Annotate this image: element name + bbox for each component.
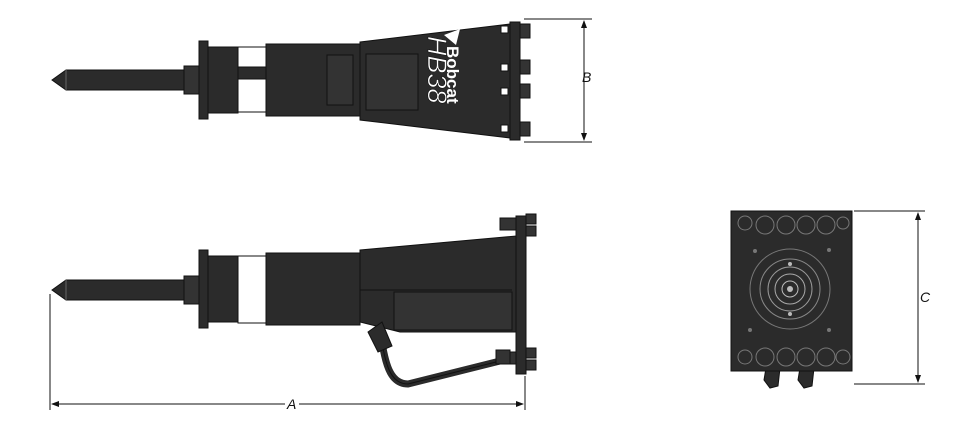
side-view-mount-plate: [515, 215, 527, 375]
top-view-front-head: [207, 46, 239, 114]
brand-text: Bobcat: [443, 46, 462, 104]
dimension-c: C: [854, 210, 931, 385]
side-view-hydraulic-hose: [378, 338, 508, 388]
side-view-cylinder: [265, 252, 361, 326]
top-view-mount-plate: [509, 21, 521, 141]
top-view-cylinder-panel: [326, 54, 354, 106]
top-view-housing-panel: [365, 53, 419, 111]
end-view-bolts-bottom: [737, 347, 851, 367]
end-view-small-holes: [748, 248, 831, 332]
model-text: HB38: [422, 36, 452, 104]
top-view-chisel: [51, 65, 200, 95]
top-view: Bobcat HB38 B: [51, 18, 592, 143]
dimension-b: B: [524, 18, 592, 143]
top-view-decal-bands: [237, 46, 267, 113]
dimension-c-label: C: [920, 289, 931, 305]
end-view-central-boss: [749, 248, 831, 330]
dimension-b-label: B: [582, 69, 591, 85]
top-view-bolts: [500, 23, 531, 137]
end-view-bolts-top: [737, 215, 850, 235]
dimension-a-label: A: [286, 396, 296, 412]
side-view-front-head: [207, 255, 239, 323]
dimension-a: A: [49, 294, 526, 412]
top-view-logo: [444, 29, 460, 45]
side-view: A: [49, 213, 537, 412]
end-view: C: [730, 210, 931, 389]
side-view-chisel: [51, 275, 200, 305]
side-view-hose-fitting: [367, 321, 393, 353]
side-view-decal-band: [237, 255, 267, 324]
side-view-housing-panel: [393, 291, 513, 331]
top-view-front-flange: [198, 40, 209, 120]
side-view-front-flange: [198, 249, 209, 329]
